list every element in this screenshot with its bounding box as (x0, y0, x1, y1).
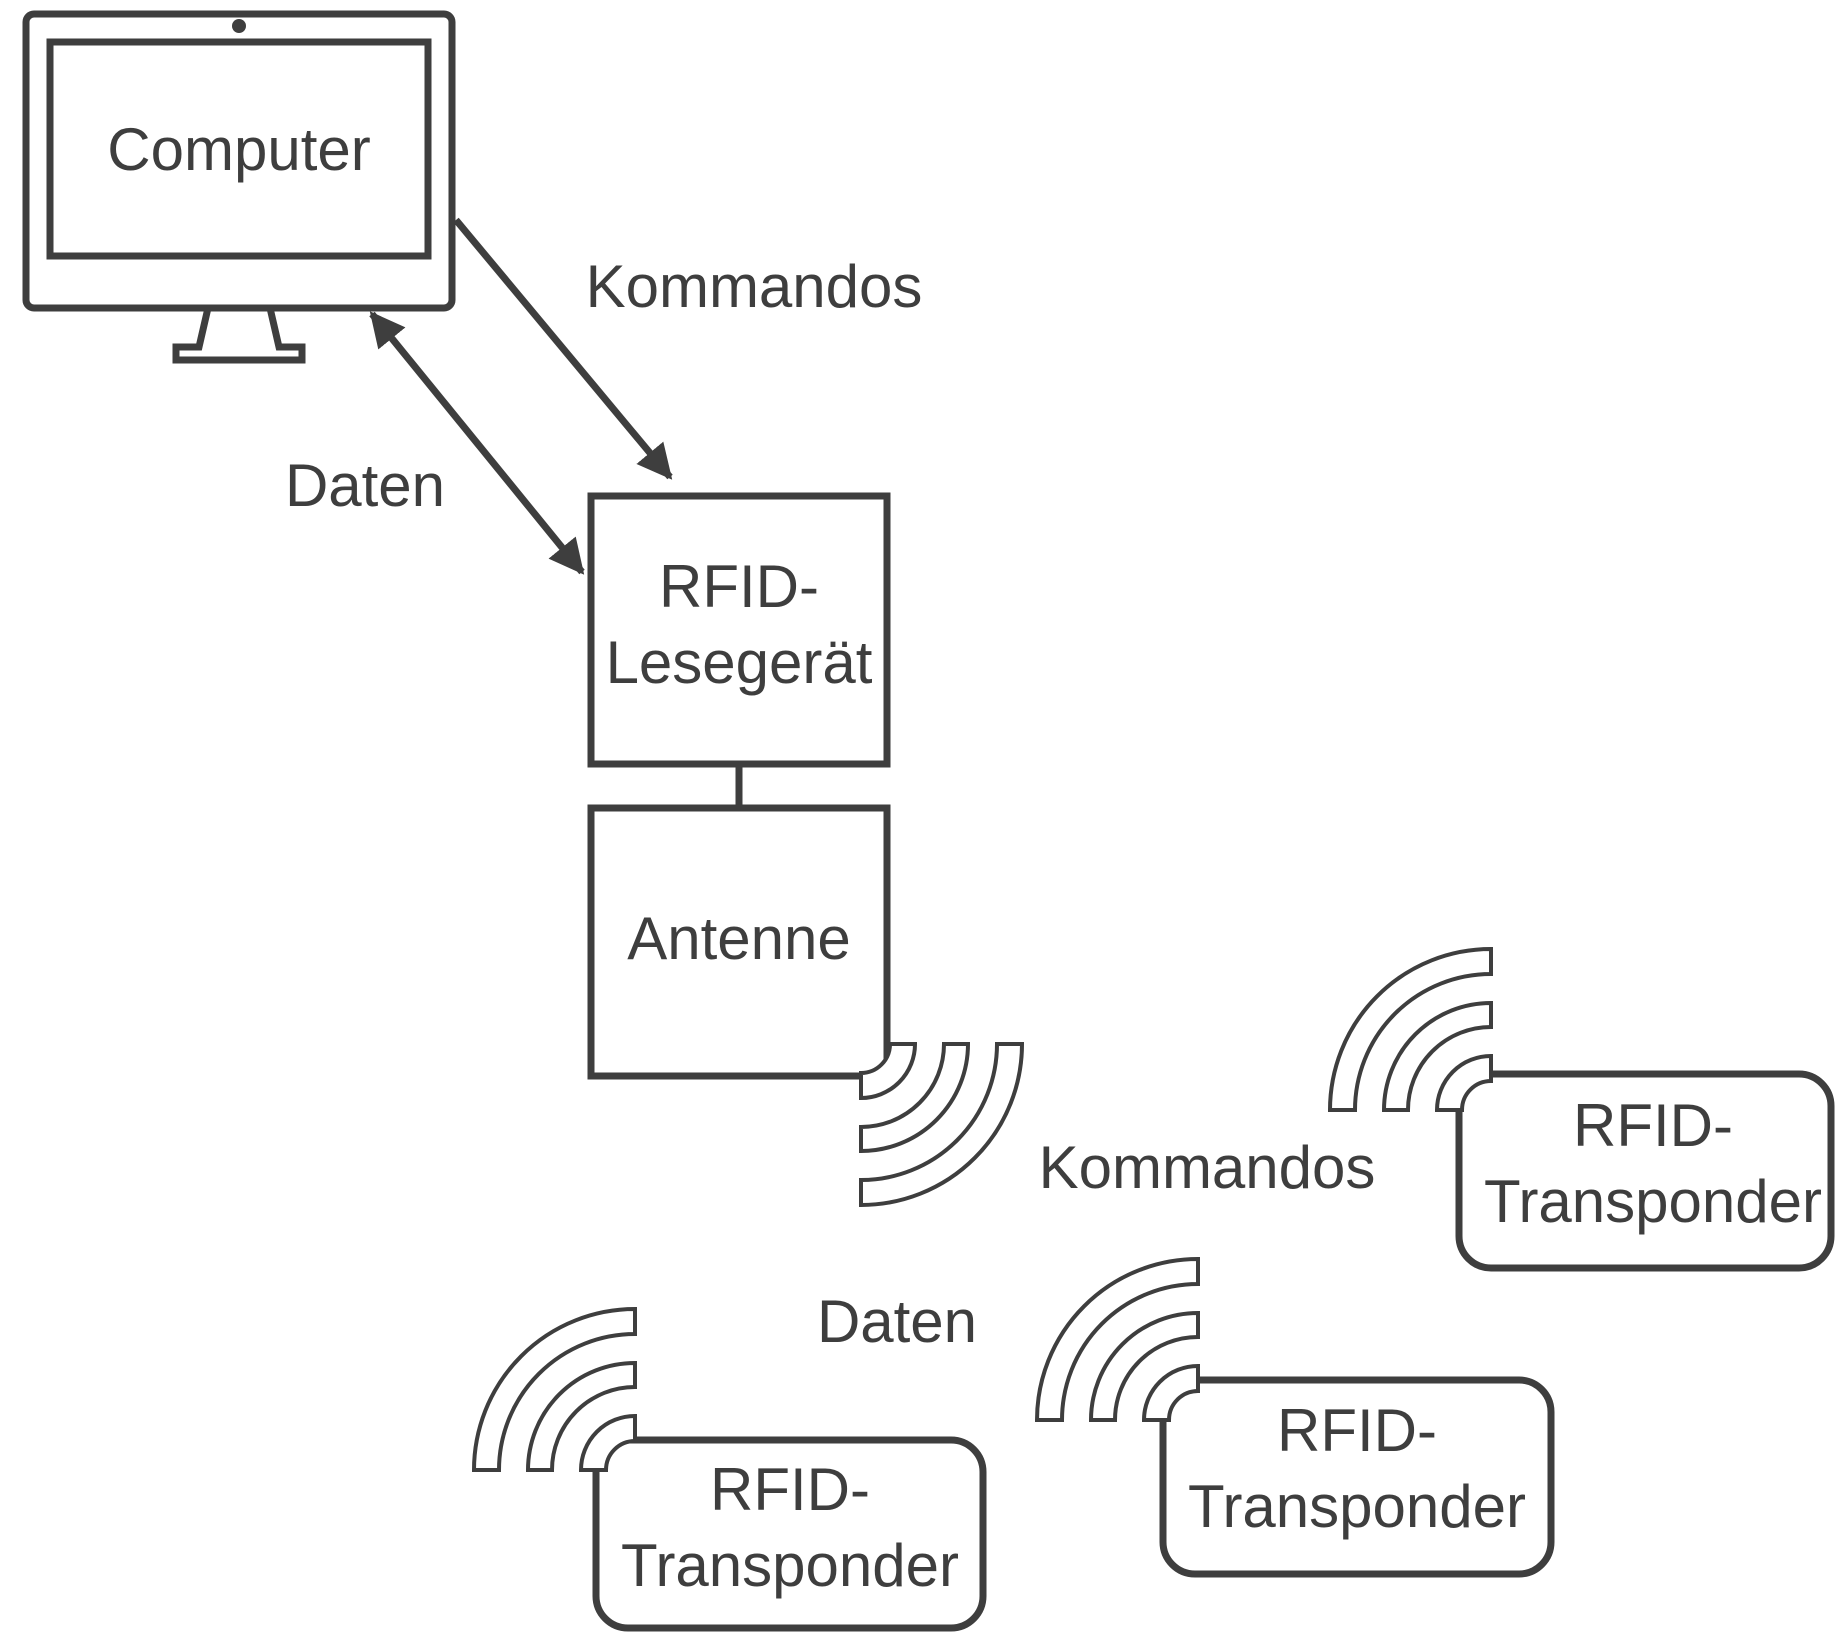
monitor-bezel (22, 10, 456, 312)
transponder-2-wave-icon-ring-3 (1034, 1256, 1200, 1422)
commands-label-bottom: Kommandos (1039, 1134, 1376, 1201)
transponder-2-wave-icon-ring-2 (1088, 1310, 1200, 1422)
monitor-stand (172, 307, 306, 364)
transponder-1-box (592, 1436, 987, 1632)
transponder-2-wave-icon (1034, 1256, 1200, 1422)
transponder-1-wave-icon-ring-3 (471, 1306, 637, 1472)
reader-label-line2: Lesegerät (606, 629, 873, 696)
transponder-1-wave-icon-ring-2 (525, 1360, 637, 1472)
transponder-2-wave-icon-ring-1 (1141, 1363, 1200, 1422)
transponder-1-label-line2: Transponder (621, 1532, 959, 1599)
computer-monitor: Computer (22, 10, 456, 364)
reader-label-line1: RFID- (659, 553, 819, 620)
data-label-top: Daten (285, 452, 445, 519)
transponder-3-wave-icon-ring-3 (1327, 946, 1493, 1112)
monitor-screen (46, 38, 432, 260)
transponder-1-wave-icon-ring-1 (578, 1413, 637, 1472)
data-label-bottom: Daten (817, 1288, 977, 1355)
rfid-reader: RFID- Lesegerät (587, 492, 891, 768)
antenna: Antenne (587, 804, 891, 1080)
antenna-wave-icon-ring-2 (859, 1042, 971, 1154)
antenna-wave-icon-ring-1 (859, 1042, 918, 1101)
computer-label: Computer (107, 116, 370, 183)
antenna-label: Antenne (627, 905, 851, 972)
transponder-3-wave-icon-ring-2 (1381, 1000, 1493, 1112)
commands-label-top: Kommandos (586, 253, 923, 320)
transponder-3-box (1455, 1070, 1835, 1272)
antenna-wave-icon-ring-3 (859, 1042, 1025, 1208)
antenna-box (587, 804, 891, 1080)
transponder-1-label-line1: RFID- (710, 1456, 870, 1523)
monitor-camera-icon (232, 19, 246, 33)
data-arrow (369, 311, 585, 575)
transponder-3-label-line2: Transponder (1484, 1168, 1822, 1235)
transponder-1-wave-icon (471, 1306, 637, 1472)
antenna-wave-icon (859, 1042, 1025, 1208)
transponder-2-label-line2: Transponder (1188, 1473, 1526, 1540)
transponder-2-label-line1: RFID- (1277, 1397, 1437, 1464)
rfid-transponder-3: RFID- Transponder (1455, 1070, 1835, 1272)
rfid-transponder-1: RFID- Transponder (592, 1436, 987, 1632)
transponder-3-wave-icon-ring-1 (1434, 1053, 1493, 1112)
rfid-transponder-2: RFID- Transponder (1159, 1376, 1555, 1578)
transponder-3-label-line1: RFID- (1573, 1092, 1733, 1159)
transponder-3-wave-icon (1327, 946, 1493, 1112)
transponder-2-box (1159, 1376, 1555, 1578)
